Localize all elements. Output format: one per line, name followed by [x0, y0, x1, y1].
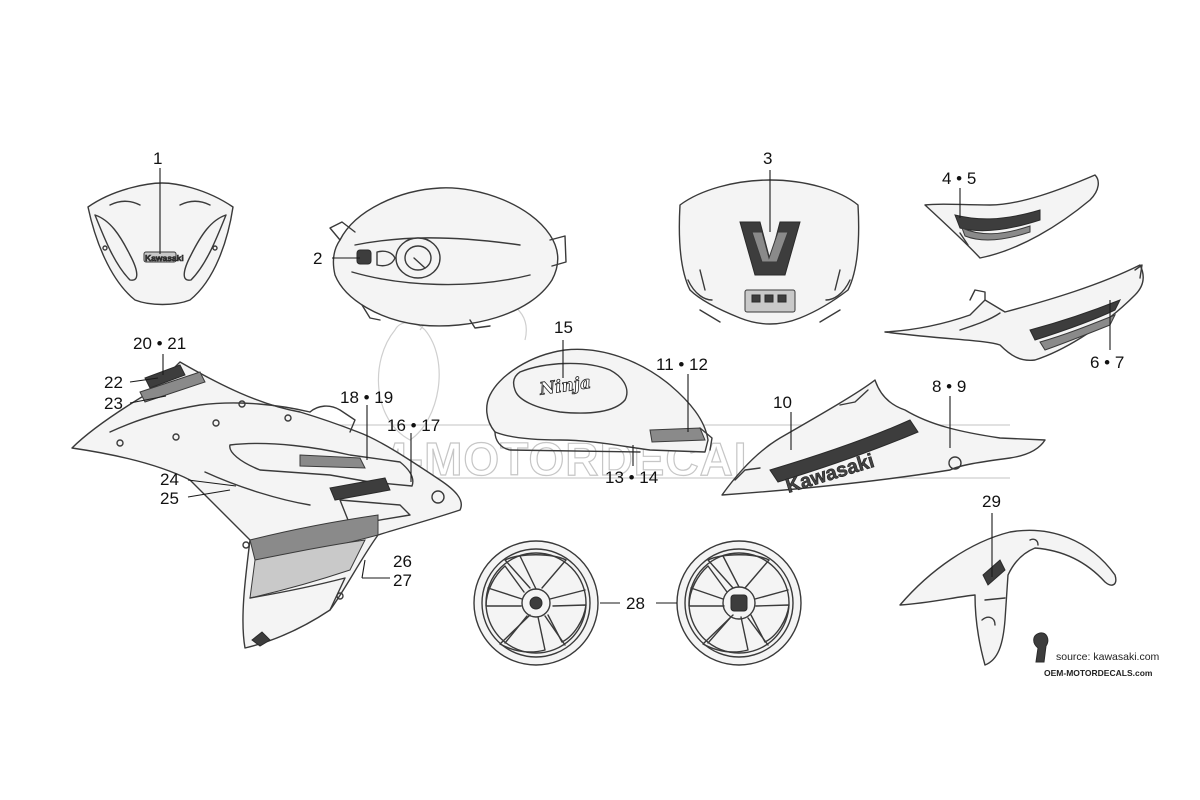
callout-23: 23 [104, 394, 123, 413]
source-credit: source: kawasaki.com OEM-MOTORDECALS.com [1033, 632, 1160, 678]
tail-cover-small-part [924, 174, 1099, 259]
callout-24: 24 [160, 470, 179, 489]
side-fairing-part [71, 361, 462, 649]
callout-26: 26 [393, 552, 412, 571]
callout-11-12: 11 • 12 [656, 355, 708, 374]
callout-10: 10 [773, 393, 792, 412]
callout-4-5: 4 • 5 [942, 169, 976, 188]
callout-13-14: 13 • 14 [605, 468, 658, 487]
fuel-tank-side-part: Ninja [486, 348, 713, 453]
front-fender-part [899, 529, 1117, 666]
callout-15: 15 [554, 318, 573, 337]
callout-2: 2 [313, 249, 322, 268]
callout-16-17: 16 • 17 [387, 416, 440, 435]
source-line-text: source: kawasaki.com [1056, 651, 1160, 663]
motorcycle-rider-logo-icon [1033, 632, 1049, 663]
callout-29: 29 [982, 492, 1001, 511]
callout-20-21: 20 • 21 [133, 334, 186, 353]
callout-22: 22 [104, 373, 123, 392]
callout-3: 3 [763, 149, 772, 168]
front-cowl-part [678, 179, 860, 325]
front-wheel-part [473, 540, 599, 666]
tail-cowl-part [884, 264, 1144, 362]
callout-6-7: 6 • 7 [1090, 353, 1124, 372]
callout-27: 27 [393, 571, 412, 590]
rear-wheel-part [676, 540, 802, 666]
callout-1: 1 [153, 149, 162, 168]
callout-8-9: 8 • 9 [932, 377, 966, 396]
source-domain-text: OEM-MOTORDECALS.com [1044, 668, 1153, 678]
fuel-tank-top-part [329, 187, 567, 329]
callout-18-19: 18 • 19 [340, 388, 393, 407]
windscreen-logo-text: Kawasaki [145, 253, 184, 263]
callout-25: 25 [160, 489, 179, 508]
callout-28: 28 [626, 594, 645, 613]
